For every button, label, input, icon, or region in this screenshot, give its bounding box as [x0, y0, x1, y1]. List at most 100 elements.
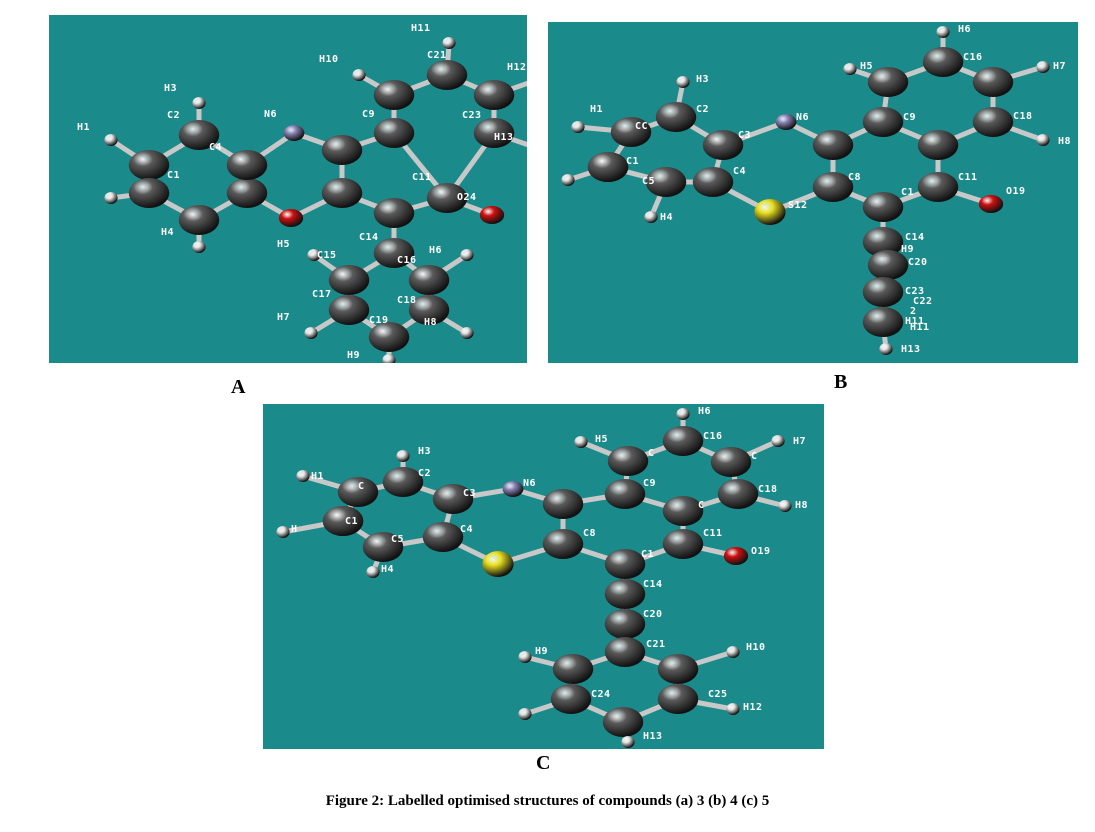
atom-c-cu	[178, 205, 220, 235]
atom-c-c16	[662, 426, 704, 456]
atom-c-c18	[717, 479, 759, 509]
atom-label: H3	[418, 446, 431, 457]
atom-c-c3	[702, 130, 744, 160]
atom-c-cq	[972, 67, 1014, 97]
atom-label: C8	[583, 528, 596, 539]
atom-c-c21	[604, 637, 646, 667]
atom-label: C1	[345, 516, 358, 527]
atom-c-c7	[321, 135, 363, 165]
atom-label: C1	[641, 549, 654, 560]
atom-label: O19	[751, 546, 771, 557]
atom-c-c20	[604, 609, 646, 639]
panel-b-label: B	[834, 371, 848, 393]
atom-h-h9	[518, 651, 532, 663]
atom-c-cl	[322, 506, 364, 536]
atom-label: H12	[743, 702, 763, 713]
atom-c-cr	[917, 130, 959, 160]
atom-c-c10	[604, 549, 646, 579]
atom-label: C1	[901, 187, 914, 198]
atom-label: H8	[795, 500, 808, 511]
atom-label: H3	[164, 83, 177, 94]
atom-c-c1	[128, 150, 170, 180]
atom-h-hl	[104, 192, 118, 204]
atom-c-c11	[426, 183, 468, 213]
atom-label: H4	[660, 212, 673, 223]
atom-c-c5	[362, 532, 404, 562]
panel-a-label: A	[231, 376, 246, 398]
atom-label: C21	[427, 50, 447, 61]
atom-label: C11	[412, 172, 432, 183]
atom-label: C16	[703, 431, 723, 442]
atom-label: C	[698, 500, 705, 511]
stacked-atom-label: H11	[905, 316, 925, 327]
atom-c-cq	[710, 447, 752, 477]
atom-c-c7	[812, 130, 854, 160]
atom-h-h9	[382, 354, 396, 363]
atom-h-h4	[366, 566, 380, 578]
atom-label: C4	[209, 142, 222, 153]
atom-label: C8	[848, 172, 861, 183]
atom-label: C24	[591, 689, 611, 700]
atom-label: C14	[643, 579, 663, 590]
atom-h-h8	[1036, 134, 1050, 146]
atom-c-cs	[552, 654, 594, 684]
atom-label: H7	[277, 312, 290, 323]
atom-c-c21	[426, 60, 468, 90]
atom-label: H6	[698, 406, 711, 417]
atom-c-c12	[373, 198, 415, 228]
atom-c-cc	[337, 477, 379, 507]
atom-label: O19	[1006, 186, 1026, 197]
atom-c-c9	[604, 479, 646, 509]
atom-label: C	[358, 481, 365, 492]
atom-label: H	[291, 524, 298, 535]
atom-label: C1	[167, 170, 180, 181]
atom-label: H6	[429, 245, 442, 256]
atom-h-hx	[518, 708, 532, 720]
atom-label: C5	[642, 176, 655, 187]
atom-h-h7	[1036, 61, 1050, 73]
atom-label: H5	[595, 434, 608, 445]
atom-label: N6	[796, 112, 809, 123]
atom-s-s	[482, 551, 514, 577]
stacked-atom-label: H9	[901, 244, 914, 255]
atom-label: C2	[167, 110, 180, 121]
atom-c-c11	[917, 172, 959, 202]
atom-label: C5	[391, 534, 404, 545]
atom-label: H6	[958, 24, 971, 35]
atom-label: N6	[523, 478, 536, 489]
atom-label: N6	[264, 109, 277, 120]
atom-n-n6	[502, 481, 524, 497]
stacked-atom-label: H11	[910, 322, 930, 333]
atom-c-c10	[862, 192, 904, 222]
atom-label: H10	[746, 642, 766, 653]
atom-h-h3	[396, 450, 410, 462]
atom-label: H10	[319, 54, 339, 65]
panel-c-label: C	[536, 752, 551, 774]
atom-label: C4	[733, 166, 746, 177]
atom-h-h10	[352, 69, 366, 81]
atom-label: H1	[590, 104, 603, 115]
atom-c-cr	[662, 496, 704, 526]
atom-c-c17	[328, 295, 370, 325]
atom-label: C9	[362, 109, 375, 120]
atom-label: C3	[738, 130, 751, 141]
stacked-atom-label: 2	[910, 306, 917, 317]
atom-label: C1	[626, 156, 639, 167]
atom-label: C16	[397, 255, 417, 266]
atom-c-c25	[657, 654, 699, 684]
atom-c-c10	[373, 80, 415, 110]
atom-c-c5	[645, 167, 687, 197]
atom-label: H1	[311, 471, 324, 482]
atom-n-n6	[775, 114, 797, 130]
atom-h-hb	[276, 526, 290, 538]
atom-c-c19	[368, 322, 410, 352]
atom-label: H9	[347, 350, 360, 361]
atom-c-c22	[473, 80, 515, 110]
atom-label: H5	[860, 61, 873, 72]
atom-label: C2	[418, 468, 431, 479]
atom-label: C14	[359, 232, 379, 243]
figure-caption: Figure 2: Labelled optimised structures …	[325, 793, 770, 809]
stacked-atom-label: C20	[908, 257, 928, 268]
